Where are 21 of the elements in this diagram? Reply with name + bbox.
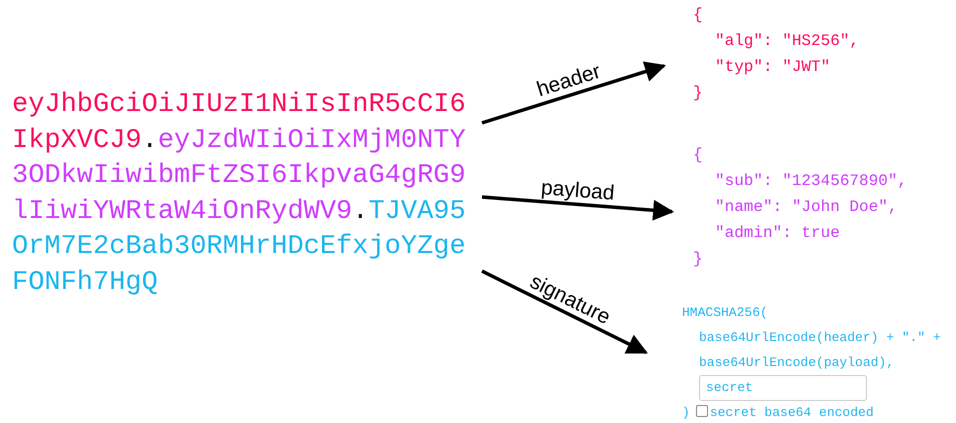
code-line: "alg": "HS256",	[715, 31, 860, 52]
input-field: secret	[699, 375, 867, 401]
code-line: "admin": true	[715, 223, 840, 244]
code-line: }	[693, 249, 703, 270]
code-line: }	[693, 83, 703, 104]
arrow	[482, 195, 674, 221]
checkbox-label: secret base64 encoded	[710, 405, 874, 420]
code-line: {	[693, 5, 703, 26]
code-line: "sub": "1234567890",	[715, 171, 908, 192]
jwt-token-text: eyJhbGciOiJIUzI1NiIsInR5cCI6IkpXVCJ9.eyJzdWIiOiIxMjM0NTY3ODkwIiwibmFtZSI6IkpvaG4gRG9lIiwiYWRtaW4iOnRydWV9.TJVA95OrM7E2cBab30RMHrHDcEfxjoYZgeFONFh7HgQ	[0, 88, 482, 306]
arrow	[481, 61, 666, 125]
code-line: base64UrlEncode(payload),	[699, 355, 894, 370]
code-line: HMACSHA256(	[682, 305, 768, 320]
code-line: base64UrlEncode(header) + "." +	[699, 330, 941, 345]
arrow	[481, 270, 648, 354]
edge-label: payload	[540, 177, 616, 204]
code-line: "typ": "JWT"	[715, 57, 830, 78]
edge-label: header	[534, 61, 604, 101]
code-line: "name": "John Doe",	[715, 197, 898, 218]
code-line: )	[682, 405, 690, 420]
code-line: {	[693, 145, 703, 166]
